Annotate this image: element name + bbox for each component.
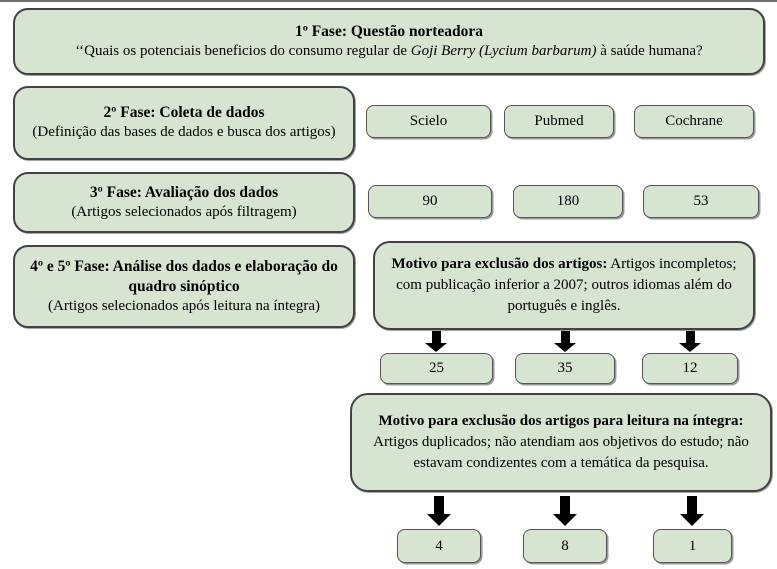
down-arrow-icon (425, 331, 447, 352)
phase3-subtitle: (Artigos selecionados após filtragem) (71, 203, 297, 220)
down-arrow-icon (553, 496, 577, 526)
excluded-count: 25 (429, 360, 444, 376)
excluded-count-box-pubmed: 35 (515, 353, 615, 384)
phase1-title: 1º Fase: Questão norteadora (294, 22, 484, 40)
filtered-count: 180 (556, 193, 580, 209)
exclusion-reason-box-2: Motivo para exclusão dos artigos para le… (350, 393, 772, 492)
excluded-count: 35 (557, 360, 573, 376)
database-label: Scielo (409, 113, 448, 129)
database-box-scielo: Scielo (366, 105, 491, 138)
excluded-count-box-scielo: 25 (380, 353, 493, 384)
database-box-cochrane: Cochrane (634, 105, 754, 138)
phase4-subtitle: (Artigos selecionados após leitura na ín… (48, 297, 320, 314)
exclusion-reason-2-text: Motivo para exclusão dos artigos para le… (362, 411, 760, 475)
final-count-box-scielo: 4 (397, 529, 481, 563)
phase1-box: 1º Fase: Questão norteadora ‘‘Quais os p… (13, 8, 765, 75)
excluded-count: 12 (682, 360, 698, 376)
filtered-count-box-cochrane: 53 (643, 185, 759, 218)
phase2-subtitle: (Definição das bases de dados e busca do… (32, 124, 336, 141)
final-count-box-cochrane: 1 (653, 529, 732, 563)
filtered-count-box-scielo: 90 (368, 185, 492, 218)
database-label: Pubmed (534, 113, 584, 129)
phase4-title: 4º e 5º Fase: Análise dos dados e elabor… (30, 257, 338, 295)
exclusion-reason-box-1: Motivo para exclusão dos artigos: Artigo… (373, 241, 755, 330)
exclusion-reason-1-lead: Motivo para exclusão dos artigos: (391, 255, 608, 272)
exclusion-reason-2-lead: Motivo para exclusão dos artigos para le… (378, 412, 744, 429)
guiding-question: ‘‘Quais os potenciais beneficios do cons… (75, 42, 702, 62)
final-count-box-pubmed: 8 (523, 529, 607, 563)
down-arrow-icon (680, 496, 704, 526)
question-pre: ‘‘Quais os potenciais beneficios do cons… (75, 42, 411, 59)
final-count: 8 (561, 537, 569, 554)
phase2-box: 2º Fase: Coleta de dados (Definição das … (13, 86, 355, 160)
down-arrow-icon (427, 496, 451, 526)
phase3-box: 3º Fase: Avaliação dos dados (Artigos se… (13, 172, 355, 233)
question-italic-species: Goji Berry (Lycium barbarum) (410, 42, 597, 59)
phase3-title: 3º Fase: Avaliação dos dados (89, 183, 279, 201)
final-count: 1 (688, 537, 697, 554)
phase4-box: 4º e 5º Fase: Análise dos dados e elabor… (13, 245, 355, 328)
exclusion-reason-2-body: Artigos duplicados; não atendiam aos obj… (373, 433, 749, 472)
exclusion-reason-1-body: Artigos incompletos; com publicação infe… (396, 255, 737, 315)
exclusion-reason-1-text: Motivo para exclusão dos artigos: Artigo… (385, 254, 743, 318)
final-count: 4 (435, 537, 443, 554)
down-arrow-icon (554, 331, 576, 352)
filtered-count: 90 (422, 193, 438, 209)
excluded-count-box-cochrane: 12 (642, 353, 738, 384)
phase2-title: 2º Fase: Coleta de dados (103, 104, 265, 122)
database-box-pubmed: Pubmed (504, 105, 614, 138)
top-rule-divider (0, 0, 777, 2)
question-post: à saúde humana? (596, 42, 703, 59)
down-arrow-icon (679, 331, 701, 352)
filtered-count: 53 (693, 193, 709, 209)
database-label: Cochrane (665, 113, 723, 129)
filtered-count-box-pubmed: 180 (513, 185, 623, 218)
